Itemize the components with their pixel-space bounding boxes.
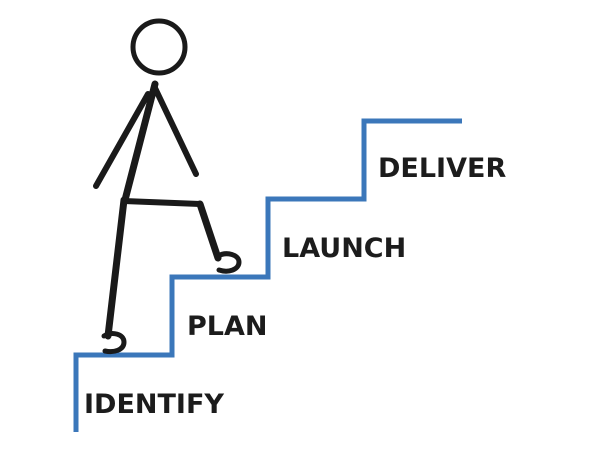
staircase-line: [73, 118, 462, 432]
figure-back-arm: [152, 85, 199, 177]
step-label-identify: IDENTIFY: [84, 389, 224, 420]
figure-back-foot: [101, 331, 127, 355]
stick-figure: [93, 18, 242, 355]
figure-back-leg: [104, 196, 128, 340]
figure-front-arm: [93, 91, 151, 189]
figure-head: [130, 18, 188, 76]
figure-raised-thigh: [121, 198, 203, 207]
step-label-plan: PLAN: [187, 311, 268, 342]
step-label-launch: LAUNCH: [282, 233, 406, 264]
figure-body: [121, 80, 159, 204]
figure-raised-shin: [196, 200, 222, 262]
step-label-deliver: DELIVER: [378, 153, 506, 184]
figure-front-foot: [215, 251, 242, 274]
